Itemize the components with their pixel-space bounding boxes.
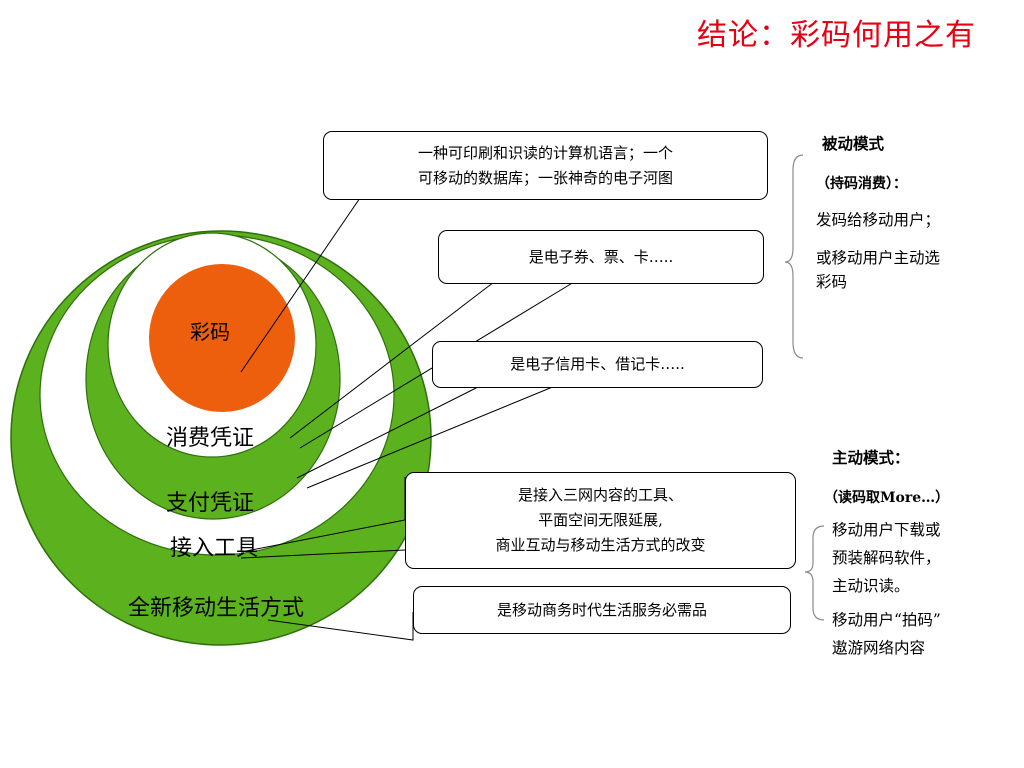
passive-heading: 被动模式 xyxy=(822,134,885,153)
callout-lifestyle: 是移动商务时代生活服务必需品 xyxy=(413,586,791,634)
callout-access: 是接入三网内容的工具、 平面空间无限延展, 商业互动与移动生活方式的改变 xyxy=(405,472,796,569)
passive-line: 或移动用户主动选 xyxy=(816,249,941,267)
callout-definition: 一种可印刷和识读的计算机语言；一个 可移动的数据库；一张神奇的电子河图 xyxy=(323,131,768,200)
active-mode: 主动模式： （读码取More…） 移动用户下载或 预装解码软件， 主动识读。 移… xyxy=(824,444,949,662)
connector-access-b xyxy=(240,549,406,559)
core-circle xyxy=(149,264,295,412)
connector-voucher-a xyxy=(289,281,495,439)
layer-label-lifestyle: 全新移动生活方式 xyxy=(128,596,305,621)
callout-text: 是接入三网内容的工具、 xyxy=(517,486,683,504)
passive-line: 发码给移动用户； xyxy=(816,211,941,229)
active-heading: 主动模式： xyxy=(832,448,910,467)
core-label: 彩码 xyxy=(190,320,230,344)
passive-line: 彩码 xyxy=(816,273,848,291)
callout-voucher: 是电子券、票、卡….. xyxy=(438,230,764,284)
callout-text: 平面空间无限延展, xyxy=(538,511,663,529)
connector-payment-b xyxy=(306,385,556,489)
passive-mode: 被动模式 （持码消费）： 发码给移动用户； 或移动用户主动选 彩码 xyxy=(816,130,940,292)
callout-text: 是电子信用卡、借记卡….. xyxy=(510,355,685,373)
active-line: 移动用户下载或 xyxy=(832,521,941,539)
connector-payment-a xyxy=(296,385,481,479)
brace-passive xyxy=(784,154,804,359)
active-line: 遨游网络内容 xyxy=(832,639,926,657)
active-line: 移动用户“拍码” xyxy=(832,611,941,629)
active-subheading: （读码取More…） xyxy=(824,490,950,506)
callout-payment: 是电子信用卡、借记卡….. xyxy=(432,341,763,388)
active-line: 预装解码软件， xyxy=(832,549,941,567)
passive-subheading: （持码消费）： xyxy=(816,176,907,192)
callout-text: 是电子券、票、卡….. xyxy=(528,247,674,266)
callout-text: 可移动的数据库；一张神奇的电子河图 xyxy=(417,168,673,187)
callout-text: 是移动商务时代生活服务必需品 xyxy=(496,600,707,619)
page-title: 结论：彩码何用之有 xyxy=(697,18,976,53)
layer-label-payment: 支付凭证 xyxy=(166,491,255,516)
active-line: 主动识读。 xyxy=(832,577,910,595)
brace-active xyxy=(804,525,825,621)
layer-label-access: 接入工具 xyxy=(170,536,259,561)
layer-label-voucher: 消费凭证 xyxy=(166,426,255,451)
callout-text: 一种可印刷和识读的计算机语言；一个 xyxy=(417,143,673,162)
callout-text: 商业互动与移动生活方式的改变 xyxy=(495,536,706,554)
